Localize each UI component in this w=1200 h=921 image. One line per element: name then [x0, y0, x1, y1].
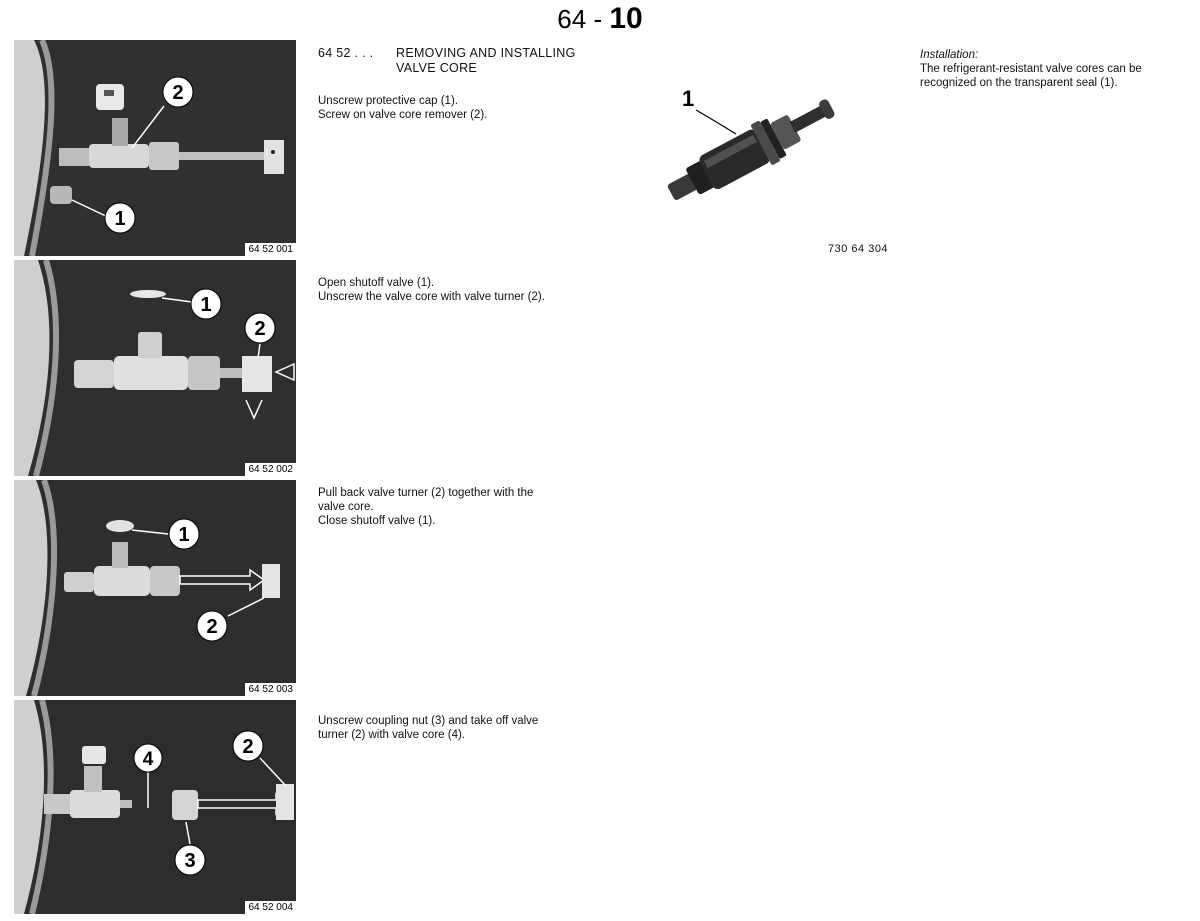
- photo-reference: 64 52 003: [244, 683, 296, 696]
- step-line: Close shutoff valve (1).: [318, 515, 436, 527]
- step-text-3: Pull back valve turner (2) together with…: [318, 486, 618, 528]
- photo-reference: 64 52 001: [244, 243, 296, 256]
- callout-number: 1: [178, 524, 189, 546]
- callout-number: 4: [143, 749, 154, 770]
- callout-number: 2: [206, 616, 217, 638]
- photo-reference: 64 52 002: [244, 463, 296, 476]
- section-number: 64: [557, 4, 587, 34]
- step-line: Unscrew the valve core with valve turner…: [318, 291, 545, 303]
- callout-number: 2: [254, 318, 265, 340]
- installation-heading: Installation:: [920, 49, 979, 61]
- installation-line: The refrigerant-resistant valve cores ca…: [920, 63, 1142, 75]
- valve-core-figure: 1: [640, 70, 860, 230]
- step-line: Unscrew coupling nut (3) and take off va…: [318, 715, 539, 727]
- photo-step-3-image: 1 2: [14, 480, 296, 696]
- callout-number: 2: [242, 736, 253, 758]
- callout-number: 1: [682, 86, 694, 111]
- section-heading-number: 64 52 . . .: [318, 46, 374, 60]
- step-line: valve core.: [318, 501, 374, 513]
- installation-line: recognized on the transparent seal (1).: [920, 77, 1118, 89]
- photo-step-4-image: 4 2 3: [14, 700, 296, 914]
- callout-number: 3: [184, 850, 195, 872]
- step-line: turner (2) with valve core (4).: [318, 729, 465, 741]
- photo-step-1: 2 1 64 52 001: [14, 40, 296, 256]
- page-number: 64 - 10: [0, 2, 1200, 36]
- page-number-major: 10: [609, 2, 643, 35]
- installation-block: Installation: The refrigerant-resistant …: [920, 48, 1190, 90]
- valve-core-illustration: 1: [667, 86, 835, 201]
- photo-step-3: 1 2 64 52 003: [14, 480, 296, 696]
- photo-step-1-image: 2 1: [14, 40, 296, 256]
- step-text-4: Unscrew coupling nut (3) and take off va…: [318, 714, 618, 742]
- step-line: Open shutoff valve (1).: [318, 277, 435, 289]
- step-line: Pull back valve turner (2) together with…: [318, 487, 534, 499]
- callout-number: 2: [172, 82, 183, 104]
- page-dash: -: [593, 4, 603, 34]
- photo-step-4: 4 2 3 64 52 004: [14, 700, 296, 914]
- step-line: Unscrew protective cap (1).: [318, 95, 458, 107]
- callout-number: 1: [200, 294, 211, 316]
- figure-reference: 730 64 304: [828, 243, 889, 255]
- photo-step-2-image: 1 2: [14, 260, 296, 476]
- photo-reference: 64 52 004: [244, 901, 296, 914]
- step-text-2: Open shutoff valve (1). Unscrew the valv…: [318, 276, 618, 304]
- step-line: Screw on valve core remover (2).: [318, 109, 488, 121]
- step-text-1: Unscrew protective cap (1). Screw on val…: [318, 94, 618, 122]
- section-heading-title-line: REMOVING AND INSTALLING: [396, 46, 576, 60]
- callout-number: 1: [114, 208, 125, 230]
- photo-step-2: 1 2 64 52 002: [14, 260, 296, 476]
- section-heading-title-line: VALVE CORE: [396, 61, 478, 75]
